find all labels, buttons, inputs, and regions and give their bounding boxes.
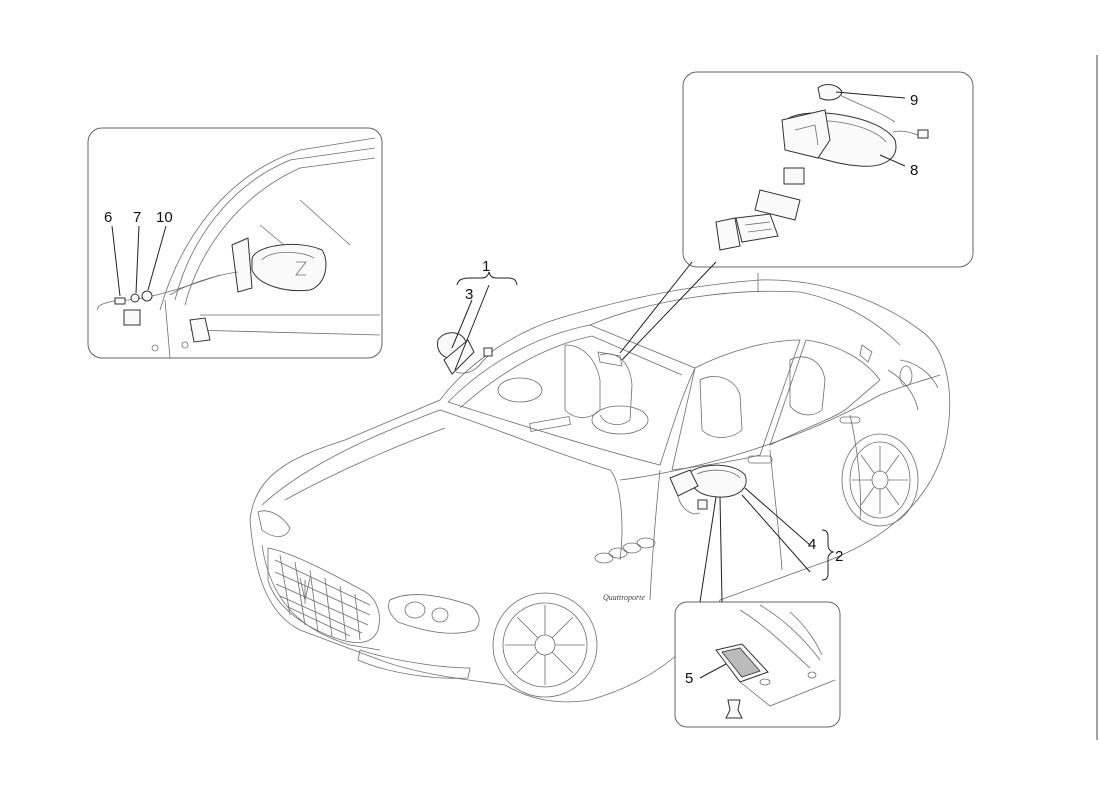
callout-labels: 1 2 3 4 5 6 7 8 9 10 <box>104 92 918 687</box>
callout-8: 8 <box>910 162 918 179</box>
callout-7: 7 <box>133 209 141 226</box>
car-illustration: Quattroporte <box>249 273 951 703</box>
callout-2: 2 <box>835 548 843 565</box>
callout-9: 9 <box>910 92 918 109</box>
inset-door-mirror-fixing <box>87 127 383 359</box>
callout-4: 4 <box>808 536 816 553</box>
door-mirror-assembly <box>669 464 747 515</box>
callout-3: 3 <box>465 286 473 303</box>
front-wheel <box>492 592 598 698</box>
badge-script: Quattroporte <box>603 593 645 602</box>
callout-6: 6 <box>104 209 112 226</box>
interior-mirror-component <box>437 332 493 375</box>
inset-interior-mirror <box>682 71 974 268</box>
inset-courtesy-light <box>674 601 841 728</box>
leader-lines <box>111 91 906 679</box>
callout-10: 10 <box>156 209 173 226</box>
rear-wheel <box>841 433 919 527</box>
callout-1: 1 <box>482 258 490 275</box>
callout-5: 5 <box>685 670 693 687</box>
